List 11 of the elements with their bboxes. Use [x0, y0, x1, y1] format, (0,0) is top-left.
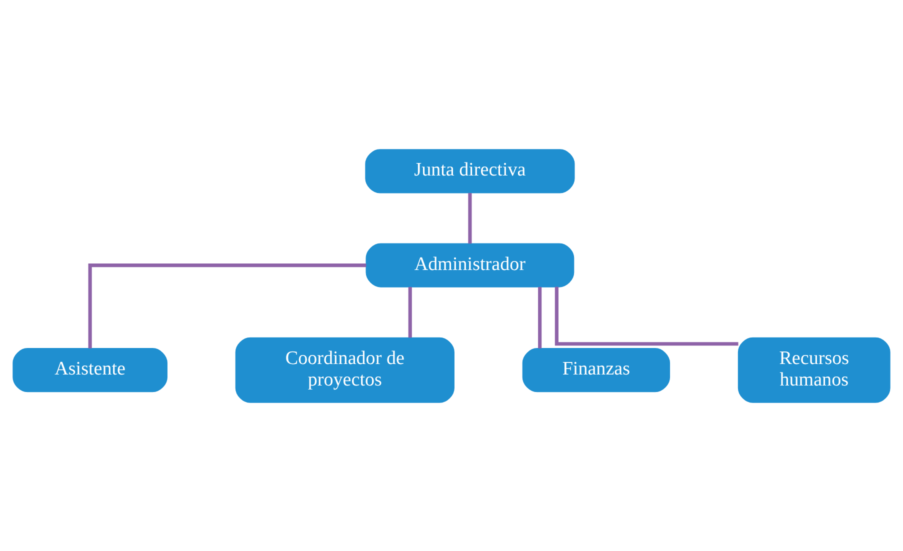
- connector: [554, 286, 738, 346]
- node-box: Junta directiva: [365, 148, 575, 193]
- connector: [408, 286, 412, 338]
- connector: [538, 286, 542, 348]
- connector: [88, 263, 366, 348]
- node-box: Finanzas: [522, 348, 670, 392]
- node-box: Coordinador de proyectos: [235, 336, 454, 402]
- connector: [468, 192, 472, 244]
- node-box: Administrador: [366, 242, 574, 287]
- node-box: Recursos humanos: [738, 336, 890, 402]
- node-box: Asistente: [12, 348, 168, 392]
